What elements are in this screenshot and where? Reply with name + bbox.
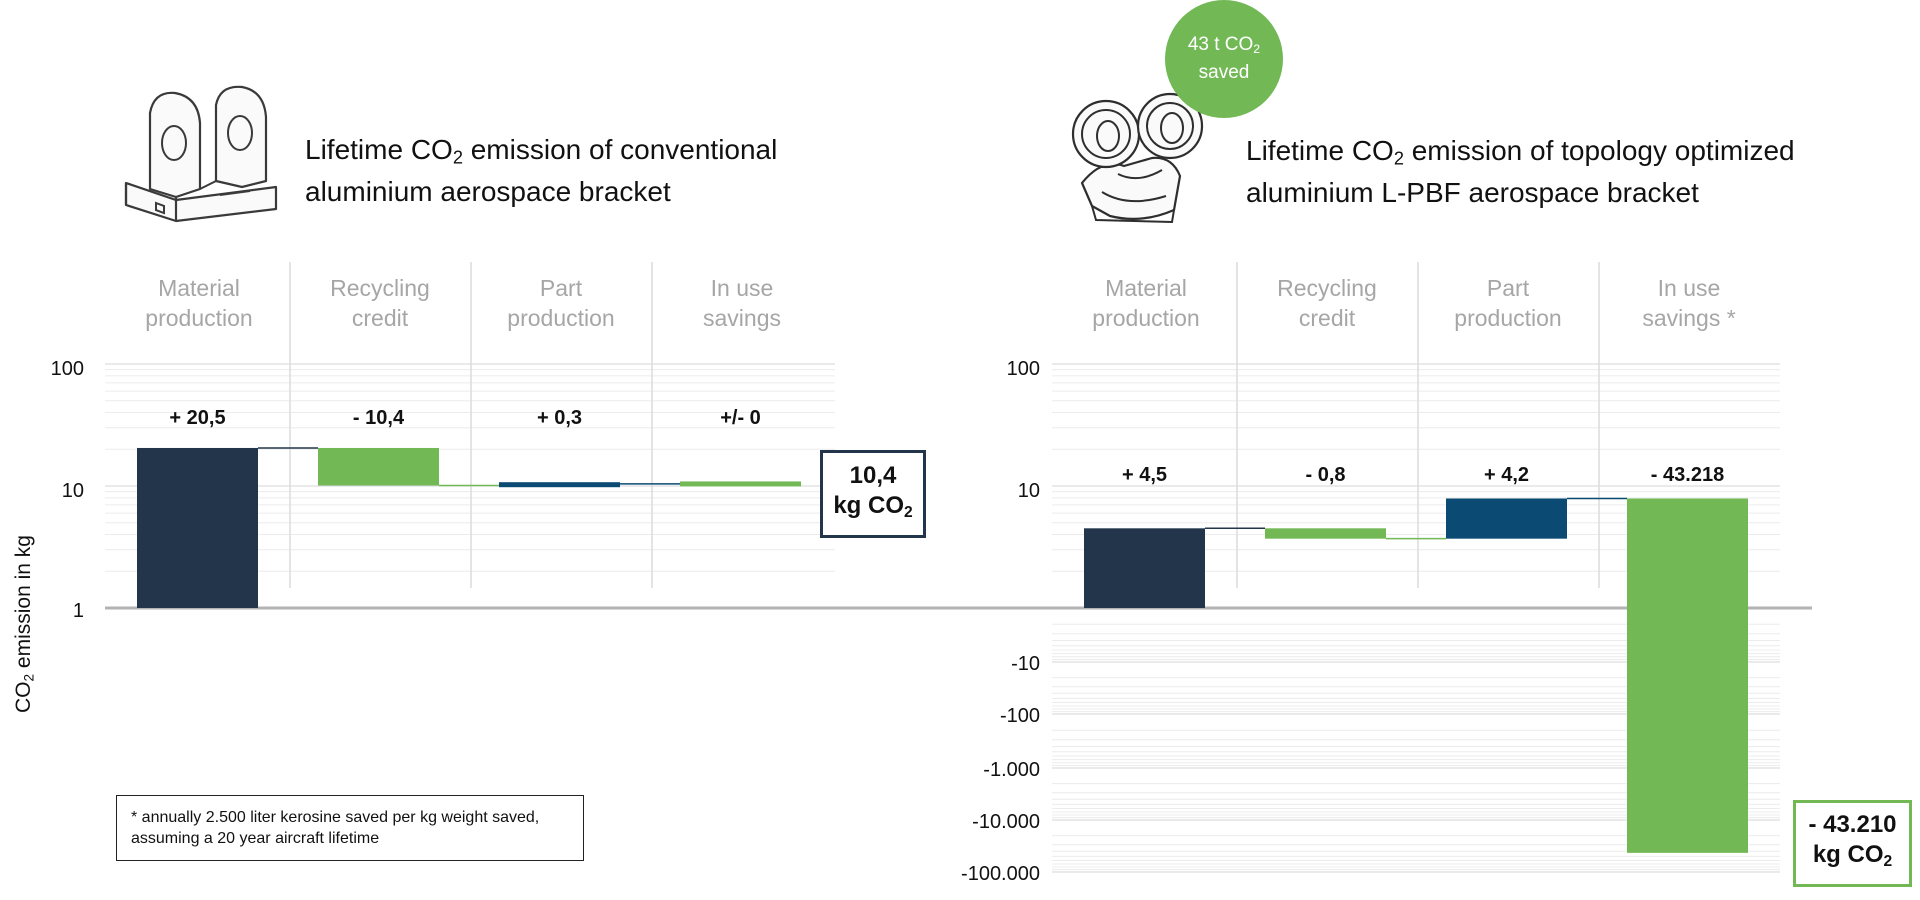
data-label: - 0,8	[1305, 464, 1345, 486]
category-header-label: Recycling	[330, 275, 430, 301]
footnote-box: * annually 2.500 liter kerosine saved pe…	[116, 795, 584, 861]
category-header-label: savings *	[1642, 305, 1735, 331]
waterfall-bar	[1627, 498, 1748, 853]
bracket-conventional-illustration	[124, 85, 278, 223]
category-header-label: Part	[540, 275, 583, 301]
category-header-label: production	[1092, 305, 1199, 331]
data-label: - 10,4	[353, 407, 405, 429]
y-tick-label: -10.000	[972, 811, 1040, 833]
data-label: - 43.218	[1651, 464, 1724, 486]
category-header-label: In use	[1658, 275, 1721, 301]
waterfall-bar	[1446, 498, 1567, 539]
left-total-unit: kg CO2	[833, 491, 913, 521]
y-axis-label: CO2 emission in kg	[12, 535, 37, 713]
left-total-box: 10,4 kg CO2	[820, 450, 926, 538]
category-header-label: production	[145, 305, 252, 331]
y-tick-label: 10	[1018, 480, 1040, 502]
y-tick-label: -1.000	[983, 759, 1040, 781]
category-header-label: In use	[711, 275, 774, 301]
y-tick-label: 100	[1007, 358, 1040, 380]
data-label: +/- 0	[720, 407, 761, 429]
waterfall-bar	[1084, 528, 1205, 608]
category-header-label: savings	[703, 305, 781, 331]
waterfall-bar	[318, 447, 439, 486]
category-header-label: Material	[1105, 275, 1187, 301]
category-header-label: credit	[1299, 305, 1356, 331]
y-tick-label: 100	[51, 358, 84, 380]
right-chart-title: Lifetime CO2 emission of topology optimi…	[1246, 135, 1795, 208]
y-tick-label: -100.000	[961, 863, 1040, 885]
waterfall-bar	[1265, 528, 1386, 539]
left-total-value: 10,4	[849, 461, 897, 489]
co2-saved-badge: 43 t CO2 saved	[1165, 0, 1283, 118]
y-tick-label: -100	[1000, 705, 1040, 727]
bracket-topology-optimized-illustration	[1071, 92, 1204, 224]
category-header-label: production	[507, 305, 614, 331]
waterfall-bar	[680, 481, 801, 487]
waterfall-bar	[137, 447, 258, 608]
category-header-label: Part	[1487, 275, 1530, 301]
data-label: + 4,5	[1122, 464, 1167, 486]
y-tick-label: 1	[73, 600, 84, 622]
left-chart-title: Lifetime CO2 emission of conventional al…	[305, 134, 778, 207]
category-header-label: credit	[352, 305, 409, 331]
category-header-label: Recycling	[1277, 275, 1377, 301]
category-header-label: Material	[158, 275, 240, 301]
category-header-label: production	[1454, 305, 1561, 331]
right-total-box: - 43.210 kg CO2	[1793, 800, 1912, 887]
right-total-unit: kg CO2	[1812, 841, 1893, 870]
right-total-value: - 43.210	[1808, 811, 1897, 839]
data-label: + 20,5	[169, 407, 225, 429]
waterfall-bar	[499, 482, 620, 488]
data-label: + 0,3	[537, 407, 582, 429]
y-tick-label: 10	[62, 480, 84, 502]
data-label: + 4,2	[1484, 464, 1529, 486]
y-tick-label: -10	[1011, 653, 1040, 675]
